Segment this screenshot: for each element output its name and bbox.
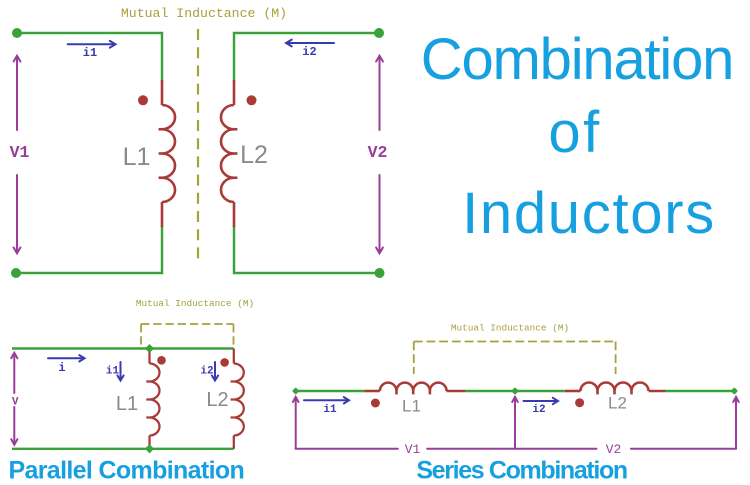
svg-text:L1: L1 (402, 397, 421, 416)
svg-text:i2: i2 (532, 404, 545, 416)
svg-text:i1: i1 (323, 404, 337, 416)
svg-text:Parallel Combination: Parallel Combination (8, 457, 244, 485)
svg-text:V2: V2 (606, 442, 622, 457)
svg-text:V1: V1 (10, 143, 30, 162)
svg-text:V1: V1 (405, 442, 421, 457)
svg-text:i1: i1 (106, 366, 120, 378)
svg-text:of: of (548, 100, 601, 165)
svg-text:Mutual Inductance (M): Mutual Inductance (M) (451, 323, 569, 334)
svg-text:Inductors: Inductors (462, 181, 716, 246)
svg-text:V: V (12, 397, 19, 409)
svg-text:i2: i2 (302, 45, 316, 59)
svg-text:L1: L1 (116, 393, 138, 415)
svg-text:L2: L2 (608, 394, 627, 413)
svg-text:i2: i2 (200, 366, 213, 378)
svg-text:Combination: Combination (421, 27, 733, 92)
svg-text:i: i (58, 361, 65, 375)
svg-text:i1: i1 (83, 46, 97, 60)
svg-text:Mutual Inductance (M): Mutual Inductance (M) (136, 298, 254, 309)
svg-text:L2: L2 (206, 389, 228, 411)
svg-text:Mutual Inductance (M): Mutual Inductance (M) (121, 6, 287, 21)
svg-text:V2: V2 (368, 143, 388, 162)
svg-text:L1: L1 (123, 143, 151, 171)
svg-text:L2: L2 (240, 141, 268, 169)
svg-text:Series Combination: Series Combination (416, 457, 627, 485)
